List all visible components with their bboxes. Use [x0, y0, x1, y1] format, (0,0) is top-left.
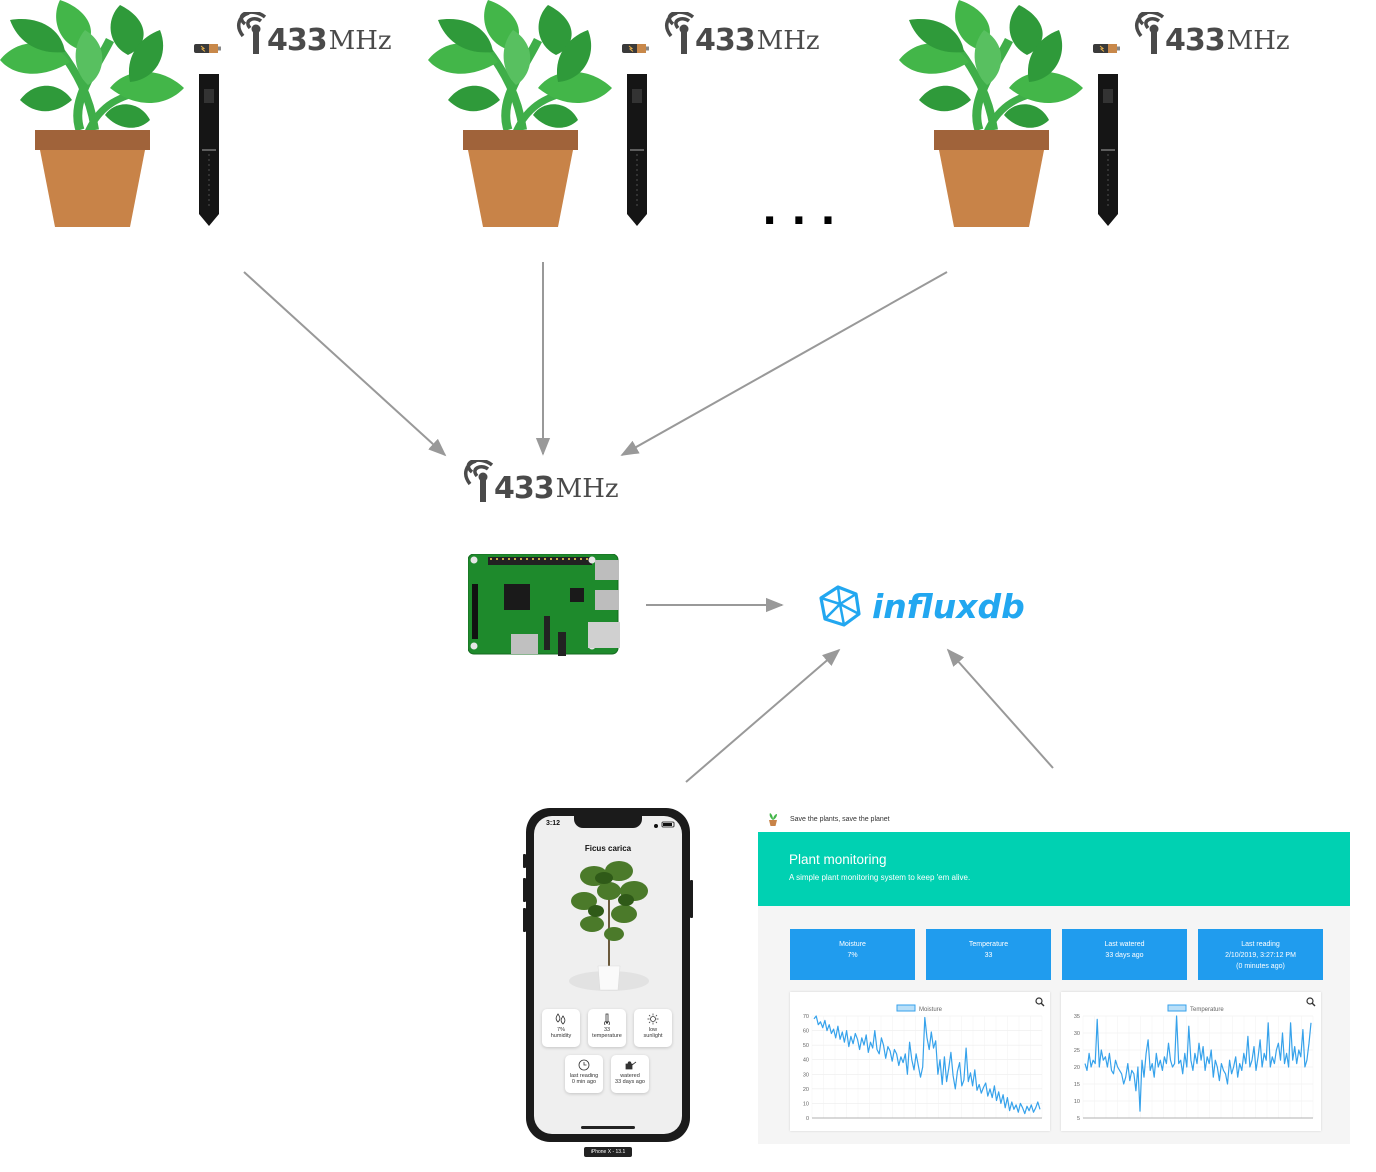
legend-label: Temperature — [1190, 1007, 1224, 1013]
legend-swatch — [896, 1004, 916, 1012]
y-tick-label: 60 — [803, 1029, 809, 1035]
phone-notch — [574, 816, 642, 828]
legend-label: Moisture — [919, 1007, 943, 1013]
y-tick-label: 25 — [1074, 1048, 1080, 1054]
fiddle-leaf-fig-image — [569, 861, 649, 991]
phone-volume-down — [523, 908, 526, 932]
droplets-icon — [555, 1013, 566, 1025]
sun-icon — [647, 1013, 659, 1025]
brand-text[interactable]: Save the plants, save the planet — [790, 816, 890, 823]
y-tick-label: 15 — [1074, 1082, 1080, 1088]
zoom-icon[interactable] — [1035, 997, 1045, 1007]
antenna-icon — [664, 12, 695, 56]
influxdb-logo: influxdb — [818, 584, 1025, 628]
status-time: 3:12 — [546, 820, 561, 827]
legend-swatch — [1167, 1004, 1187, 1012]
phone-side-button — [523, 854, 526, 868]
y-tick-label: 5 — [1077, 1116, 1080, 1122]
phone-power-button — [690, 880, 693, 918]
y-tick-label: 30 — [1074, 1031, 1080, 1037]
phone-volume-up — [523, 878, 526, 902]
clock-icon — [578, 1059, 590, 1071]
battery-icon — [194, 44, 222, 54]
antenna-icon — [1134, 12, 1165, 56]
y-tick-label: 20 — [803, 1087, 809, 1093]
more-nodes-ellipsis: ... — [762, 188, 850, 234]
arrow-plant3-to-receiver — [620, 271, 948, 456]
y-tick-label: 40 — [803, 1058, 809, 1064]
web-dashboard: Save the plants, save the planet Plant m… — [758, 808, 1350, 1144]
arrow-dashboard-to-influxdb — [946, 648, 1054, 769]
dashboard-navbar: Save the plants, save the planet — [758, 808, 1350, 832]
soil-sensor-3 — [1098, 74, 1119, 227]
moisture-chart: Moisture 70 60 50 40 30 20 10 0 — [790, 992, 1050, 1131]
battery-icon — [1093, 44, 1121, 54]
status-icons — [654, 821, 675, 828]
battery-icon — [622, 44, 650, 54]
y-tick-label: 70 — [803, 1014, 809, 1020]
arrow-plant1-to-receiver — [243, 271, 447, 457]
plant-name-title: Ficus carica — [584, 844, 632, 853]
y-tick-label: 50 — [803, 1043, 809, 1049]
raspberry-pi-board — [468, 554, 620, 656]
influxdb-cube-icon — [819, 585, 861, 627]
antenna-icon — [463, 460, 494, 504]
potted-plant-2 — [428, 0, 613, 230]
antenna-icon — [236, 12, 267, 56]
y-tick-label: 10 — [803, 1101, 809, 1107]
zoom-icon[interactable] — [1306, 997, 1316, 1007]
series-line-moisture — [813, 1015, 1041, 1115]
y-tick-label: 0 — [806, 1116, 809, 1122]
dashboard-title: Plant monitoring — [789, 852, 887, 867]
series-line-temperature — [1084, 1015, 1312, 1112]
temperature-chart: Temperature 35 30 25 20 15 10 5 — [1061, 992, 1321, 1131]
thermometer-icon — [604, 1013, 610, 1025]
device-label: iPhone X - 13.1 — [584, 1147, 632, 1157]
y-tick-label: 10 — [1074, 1099, 1080, 1105]
watering-can-icon — [625, 1061, 637, 1070]
potted-plant-3 — [899, 0, 1084, 230]
y-tick-label: 30 — [803, 1072, 809, 1078]
hero-banner: Plant monitoring A simple plant monitori… — [758, 832, 1350, 906]
humidity-tile[interactable]: 7%humidity — [542, 1009, 580, 1047]
soil-sensor-2 — [627, 74, 648, 227]
soil-sensor-1 — [199, 74, 220, 227]
plant-logo-icon — [769, 813, 777, 826]
home-indicator — [581, 1126, 635, 1129]
dashboard-subtitle: A simple plant monitoring system to keep… — [789, 873, 971, 882]
potted-plant-1 — [0, 0, 185, 230]
y-tick-label: 20 — [1074, 1065, 1080, 1071]
arrow-phone-to-influxdb — [685, 648, 841, 783]
y-tick-label: 35 — [1074, 1014, 1080, 1020]
influxdb-wordmark: influxdb — [872, 586, 1025, 626]
